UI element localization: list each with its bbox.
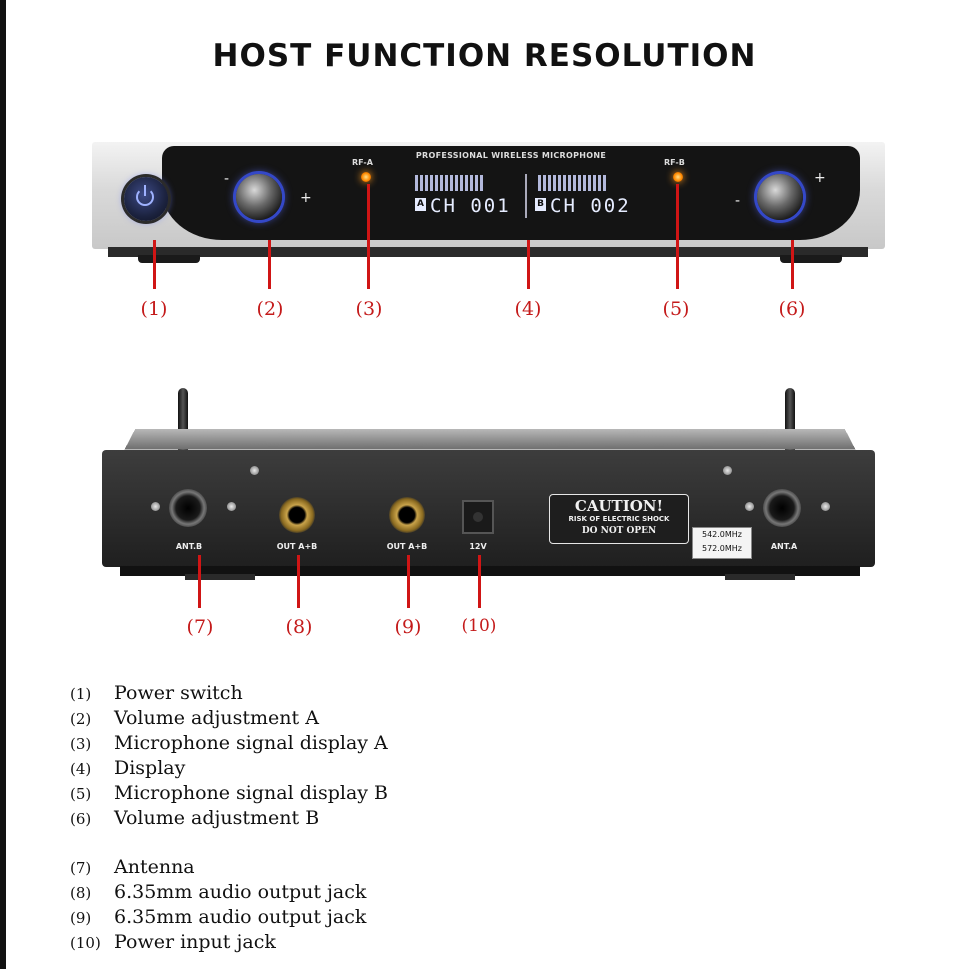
brand-label: PROFESSIONAL WIRELESS MICROPHONE	[415, 151, 607, 160]
legend-item: (5)Microphone signal display B	[70, 782, 389, 804]
function-legend: (1)Power switch (2)Volume adjustment A (…	[70, 681, 388, 955]
callout-pin-3	[367, 184, 370, 289]
rear-foot-right	[725, 574, 795, 580]
volume-knob-a[interactable]	[236, 174, 282, 220]
callout-pin-6	[791, 240, 794, 289]
frequency-2: 572.0MHz	[701, 544, 743, 553]
knob-b-minus: -	[735, 193, 741, 209]
lcd-channel-b: B CH 002	[530, 169, 655, 221]
out-1-label: OUT A+B	[276, 542, 318, 551]
callout-10: (10)	[461, 616, 497, 636]
callout-7: (7)	[186, 616, 214, 638]
callout-pin-8	[297, 555, 300, 608]
channel-b-tag: B	[535, 198, 546, 211]
legend-item: (3)Microphone signal display A	[70, 732, 388, 754]
front-panel-base	[108, 247, 868, 257]
legend-item: (8)6.35mm audio output jack	[70, 881, 367, 903]
screw	[250, 466, 259, 475]
screw	[745, 502, 754, 511]
callout-3: (3)	[355, 298, 383, 320]
rear-panel-top	[124, 428, 856, 450]
front-foot-left	[138, 255, 200, 263]
legend-item: (1)Power switch	[70, 682, 243, 704]
knob-a-plus: +	[300, 190, 312, 206]
signal-bars-b	[538, 175, 608, 191]
legend-item: (10)Power input jack	[70, 931, 276, 953]
front-foot-right	[780, 255, 842, 263]
rf-a-led	[361, 172, 371, 182]
legend-item: (4)Display	[70, 757, 186, 779]
callout-pin-5	[676, 184, 679, 289]
power-icon	[136, 188, 154, 206]
legend-item: (2)Volume adjustment A	[70, 707, 319, 729]
volume-knob-b[interactable]	[757, 174, 803, 220]
lcd-divider	[525, 174, 527, 218]
rear-foot-left	[185, 574, 255, 580]
caution-label: CAUTION! RISK OF ELECTRIC SHOCK DO NOT O…	[549, 494, 689, 544]
out-2-label: OUT A+B	[386, 542, 428, 551]
rf-a-label: RF-A	[352, 158, 373, 167]
legend-item: (6)Volume adjustment B	[70, 807, 320, 829]
legend-item: (9)6.35mm audio output jack	[70, 906, 367, 928]
power-input-jack	[462, 500, 494, 534]
callout-6: (6)	[778, 298, 806, 320]
caution-note: DO NOT OPEN	[581, 526, 657, 536]
callout-pin-9	[407, 555, 410, 608]
screw	[821, 502, 830, 511]
caution-subtitle: RISK OF ELECTRIC SHOCK	[568, 515, 670, 523]
callout-pin-2	[268, 240, 271, 289]
ant-b-label: ANT.B	[175, 542, 203, 551]
callout-8: (8)	[285, 616, 313, 638]
power-12v-label: 12V	[469, 542, 487, 551]
callout-9: (9)	[394, 616, 422, 638]
channel-a-tag: A	[415, 198, 426, 211]
legend-gap	[70, 831, 388, 855]
callout-4: (4)	[514, 298, 542, 320]
ant-a-label: ANT.A	[770, 542, 798, 551]
callout-pin-1	[153, 240, 156, 289]
legend-item: (7)Antenna	[70, 856, 195, 878]
audio-output-jack-1	[279, 497, 315, 533]
signal-bars-a	[415, 175, 485, 191]
callout-pin-7	[198, 555, 201, 608]
callout-pin-4	[527, 240, 530, 289]
screw	[227, 502, 236, 511]
power-icon-line	[144, 185, 146, 196]
frequency-sticker: 542.0MHz 572.0MHz	[692, 527, 752, 559]
callout-pin-10	[478, 555, 481, 608]
lcd-channel-a: A CH 001	[395, 169, 520, 221]
page-title: HOST FUNCTION RESOLUTION	[212, 38, 757, 74]
knob-a-minus: -	[224, 171, 230, 187]
callout-1: (1)	[140, 298, 168, 320]
rf-b-label: RF-B	[664, 158, 685, 167]
caution-title: CAUTION!	[574, 497, 664, 515]
rear-panel-base	[120, 566, 860, 576]
screw	[723, 466, 732, 475]
left-edge-bar	[0, 0, 6, 969]
frequency-1: 542.0MHz	[701, 530, 743, 539]
audio-output-jack-2	[389, 497, 425, 533]
rf-b-led	[673, 172, 683, 182]
power-switch-button[interactable]	[124, 177, 168, 221]
screw	[151, 502, 160, 511]
knob-b-plus: +	[814, 170, 826, 186]
channel-b-readout: CH 002	[550, 195, 631, 217]
channel-a-readout: CH 001	[430, 195, 511, 217]
callout-2: (2)	[256, 298, 284, 320]
antenna-b-connector	[169, 489, 207, 527]
callout-5: (5)	[662, 298, 690, 320]
antenna-a-connector	[763, 489, 801, 527]
